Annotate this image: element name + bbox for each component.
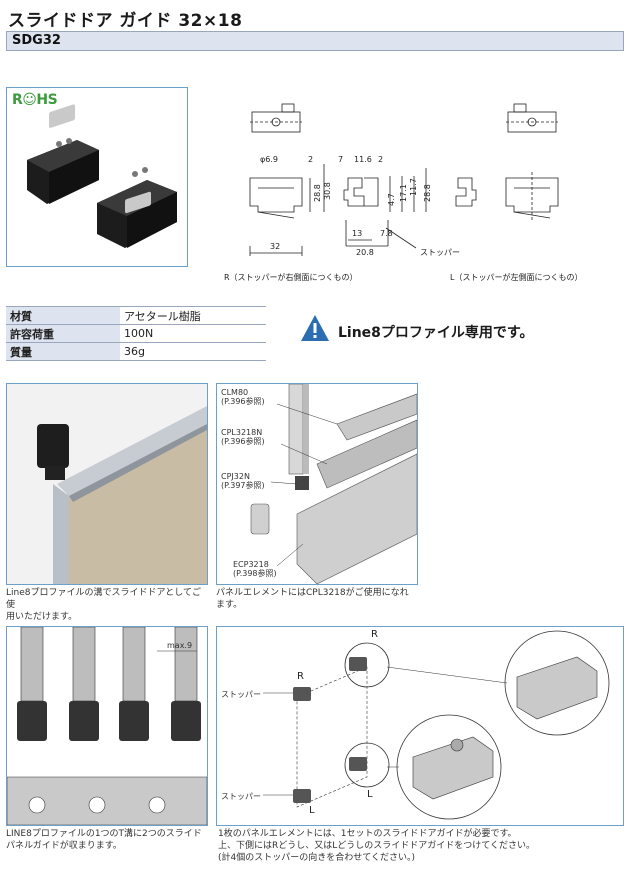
dim-11-6: 11.6: [354, 155, 372, 164]
accessory-panel: CLM80 (P.396参照) CPL3218N (P.396参照) CPJ32…: [216, 383, 418, 585]
stopper-label-bottom: ストッパー: [221, 792, 261, 801]
panel1-caption-line2: 用いただけます。: [6, 612, 78, 622]
label-ref: (P.398参照): [233, 569, 277, 578]
product-code-bar: SDG32: [6, 31, 624, 51]
spec-value: 100N: [120, 324, 266, 343]
label-name: CPL3218N: [221, 428, 263, 437]
installation-note-line2: 上、下側にはRどうし、又はLどうしのスライドドアガイドをつけてください。: [218, 841, 535, 851]
installation-note-line1: 1枚のパネルエレメントには、1セットのスライドドアガイドが必要です。: [218, 829, 517, 839]
spec-key: 材質: [6, 306, 120, 325]
panel3-caption: LINE8プロファイルの1つのT溝に2つのスライド パネルガイドが収まります。: [6, 828, 216, 852]
installation-note-line3: (計4個のストッパーの向きを合わせてください。): [218, 853, 415, 863]
spec-row: 許容荷重 100N: [6, 324, 266, 343]
spec-key: 質量: [6, 342, 120, 361]
dim-stopper-label: ストッパー: [420, 248, 460, 257]
door-frame-illustration: [7, 384, 207, 584]
label-cpl3218n: CPL3218N (P.396参照): [221, 428, 265, 446]
usage-photo-panel: [6, 383, 208, 585]
dim-28-8b: 28.8: [423, 184, 432, 202]
dim-30-8: 30.8: [323, 182, 332, 200]
panel2-caption-line2: ます。: [216, 600, 243, 610]
page-title: スライドドア ガイド 32×18: [8, 11, 243, 31]
dim-7: 7: [338, 155, 343, 164]
installation-illustration: [217, 627, 623, 825]
product-code: SDG32: [12, 33, 61, 48]
panel2-caption-line1: パネルエレメントにはCPL3218がご使用になれ: [216, 588, 409, 598]
product-photo: [6, 87, 188, 267]
label-name: ECP3218: [233, 560, 269, 569]
spec-row: 材質 アセタール樹脂: [6, 306, 266, 325]
dim-17-1: 17.1: [399, 184, 408, 202]
label-ecp3218: ECP3218 (P.398参照): [233, 560, 277, 578]
accessories-illustration: [217, 384, 417, 584]
label-l-bottom: L: [309, 805, 315, 816]
label-r-top: R: [371, 629, 378, 640]
panel1-caption-line1: Line8プロファイルの溝でスライドドアとしてご使: [6, 588, 202, 610]
dim-28-8: 28.8: [313, 184, 322, 202]
warning-icon: [301, 315, 329, 341]
caption-l-type: L（ストッパーが左側面につくもの）: [450, 272, 582, 282]
label-ref: (P.396参照): [221, 397, 265, 406]
panel2-caption: パネルエレメントにはCPL3218がご使用になれ ます。: [216, 587, 426, 611]
warning-text: Line8プロファイル専用です。: [338, 325, 534, 341]
dim-2b: 2: [378, 155, 383, 164]
dim-13: 13: [352, 229, 362, 238]
dim-2a: 2: [308, 155, 313, 164]
label-clm80: CLM80 (P.396参照): [221, 388, 265, 406]
dimension-drawing: φ6.9 2 7 11.6 2 28.8 30.8 4.7 17.1 11.7 …: [224, 103, 582, 282]
panel3-caption-line1: LINE8プロファイルの1つのT溝に2つのスライド: [6, 829, 202, 839]
label-name: CLM80: [221, 388, 249, 397]
dim-20-8: 20.8: [356, 248, 374, 257]
dim-32: 32: [270, 242, 280, 251]
label-cpj32n: CPJ32N (P.397参照): [221, 472, 265, 490]
spec-row: 質量 36g: [6, 342, 266, 361]
label-ref: (P.397参照): [221, 481, 265, 490]
label-r-left: R: [297, 671, 304, 682]
dim-phi: φ6.9: [260, 155, 278, 164]
spec-value: アセタール樹脂: [120, 306, 266, 325]
dim-11-7: 11.7: [409, 178, 418, 196]
stopper-label-top: ストッパー: [221, 690, 261, 699]
spec-value: 36g: [120, 342, 266, 361]
panel3-caption-line2: パネルガイドが収まります。: [6, 841, 122, 851]
dim-4-7: 4.7: [387, 193, 396, 206]
label-l-right: L: [367, 789, 373, 800]
max-label: max.9: [167, 641, 193, 650]
tslot-cross-section: [7, 627, 207, 825]
installation-panel: R R L L ストッパー ストッパー: [216, 626, 624, 826]
caption-r-type: R（ストッパーが右側面につくもの）: [224, 272, 358, 282]
dim-7-8: 7.8: [380, 229, 393, 238]
slide-guide-photo-image: [27, 104, 177, 248]
rohs-badge: R☺HS: [12, 92, 58, 108]
tslot-panel: max.9: [6, 626, 208, 826]
label-name: CPJ32N: [221, 472, 250, 481]
installation-note: 1枚のパネルエレメントには、1セットのスライドドアガイドが必要です。 上、下側に…: [218, 828, 626, 864]
spec-key: 許容荷重: [6, 324, 120, 343]
label-ref: (P.396参照): [221, 437, 265, 446]
spec-table: 材質 アセタール樹脂 許容荷重 100N 質量 36g: [6, 306, 266, 361]
panel1-caption: Line8プロファイルの溝でスライドドアとしてご使 用いただけます。: [6, 587, 210, 623]
